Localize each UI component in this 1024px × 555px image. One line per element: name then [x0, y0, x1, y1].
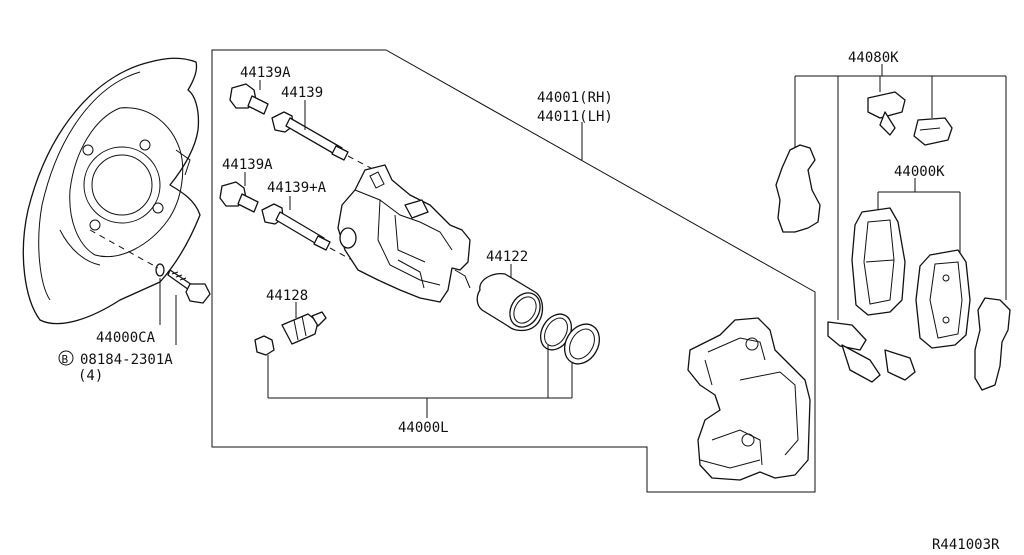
- clip-hardware-bottom: [827, 321, 916, 383]
- label-44139A-top: 44139A: [240, 65, 291, 81]
- guide-pin-44139pA: [261, 203, 331, 251]
- caliper-bracket: [687, 317, 811, 481]
- label-44000L: 44000L: [398, 420, 449, 436]
- label-44139pA: 44139+A: [267, 180, 327, 196]
- guide-pin-44139: [271, 111, 349, 161]
- backing-plate-bolt: [155, 263, 211, 304]
- label-44001: 44001(RH): [537, 90, 613, 106]
- label-44080K: 44080K: [848, 50, 899, 66]
- label-44011: 44011(LH): [537, 109, 613, 125]
- bolt-circle-letter: B: [62, 353, 69, 366]
- label-44128: 44128: [266, 288, 308, 304]
- shim-left: [775, 144, 821, 233]
- brake-pad-inner: [851, 207, 906, 316]
- label-bolt-code: 08184-2301A: [80, 352, 173, 368]
- label-44139: 44139: [281, 85, 323, 101]
- clip-hardware-top: [867, 91, 953, 146]
- label-44000K: 44000K: [894, 164, 945, 180]
- caliper-body: [337, 164, 471, 303]
- bolt-44139A-top: [229, 83, 269, 115]
- label-44000CA: 44000CA: [96, 330, 156, 346]
- bleeder-44128: [254, 311, 327, 356]
- bolt-callout: B 08184-2301A (4): [58, 350, 173, 384]
- piston-44122: [476, 273, 544, 332]
- brake-pad-outer: [915, 249, 971, 349]
- caliper-assembly-frame: [211, 49, 816, 493]
- backing-plate: [22, 57, 201, 325]
- reference-code: R441003R: [932, 537, 1000, 553]
- label-44139A-mid: 44139A: [222, 157, 273, 173]
- shim-right: [974, 297, 1011, 391]
- label-bolt-qty: (4): [78, 368, 103, 384]
- label-44122: 44122: [486, 249, 528, 265]
- bolt-44139A-mid: [219, 181, 259, 213]
